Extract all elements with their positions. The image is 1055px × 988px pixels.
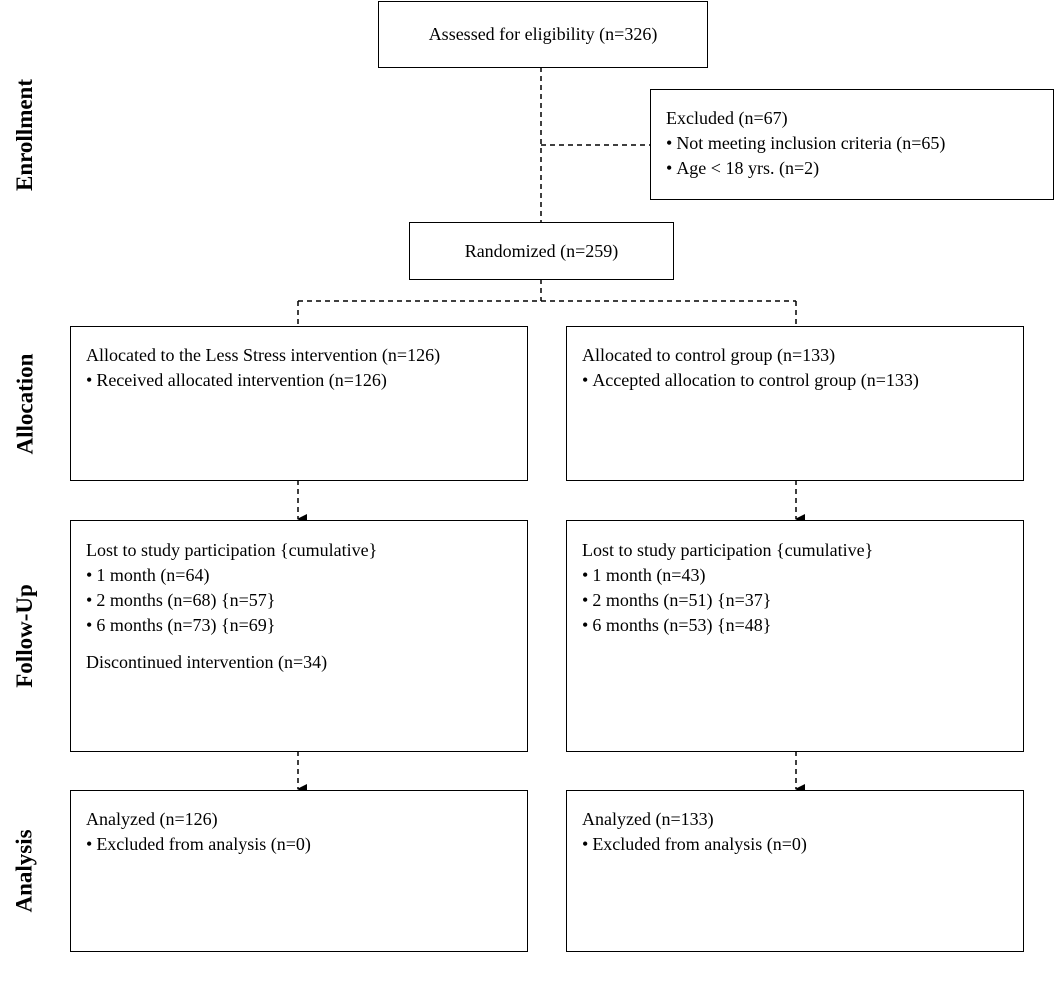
assessed-text: Assessed for eligibility (n=326) (428, 24, 658, 44)
control-analysis-title: Analyzed (n=133) (582, 809, 714, 829)
intervention-followup-item: •2 months (n=68) {n=57} (86, 590, 276, 610)
intervention-allocation-item: •Received allocated intervention (n=126) (86, 370, 387, 390)
intervention-followup-box: Lost to study participation {cumulative}… (70, 520, 528, 752)
intervention-analysis-item: •Excluded from analysis (n=0) (86, 834, 311, 854)
excluded-box: Excluded (n=67) •Not meeting inclusion c… (650, 89, 1054, 200)
control-followup-item: •2 months (n=51) {n=37} (582, 590, 772, 610)
control-followup-item: •6 months (n=53) {n=48} (582, 615, 772, 635)
control-analysis-item: •Excluded from analysis (n=0) (582, 834, 807, 854)
intervention-followup-item: •1 month (n=64) (86, 565, 210, 585)
control-followup-box: Lost to study participation {cumulative}… (566, 520, 1024, 752)
stage-label-allocation: Allocation (12, 353, 38, 454)
control-allocation-item: •Accepted allocation to control group (n… (582, 370, 919, 390)
stage-label-analysis: Analysis (12, 829, 37, 913)
stage-label-enrollment: Enrollment (12, 78, 37, 192)
intervention-allocation-box: Allocated to the Less Stress interventio… (70, 326, 528, 481)
control-followup-item: •1 month (n=43) (582, 565, 706, 585)
randomized-text: Randomized (n=259) (464, 240, 619, 261)
excluded-item: •Not meeting inclusion criteria (n=65) (666, 133, 946, 153)
excluded-item: •Age < 18 yrs. (n=2) (666, 158, 820, 178)
control-allocation-box: Allocated to control group (n=133) •Acce… (566, 326, 1024, 481)
randomized-box: Randomized (n=259) (409, 222, 674, 280)
assessed-box: Assessed for eligibility (n=326) (378, 1, 708, 68)
excluded-title: Excluded (n=67) (666, 108, 788, 128)
intervention-allocation-title: Allocated to the Less Stress interventio… (86, 345, 441, 365)
control-followup-title: Lost to study participation {cumulative} (582, 540, 874, 560)
intervention-analysis-box: Analyzed (n=126) •Excluded from analysis… (70, 790, 528, 952)
control-analysis-box: Analyzed (n=133) •Excluded from analysis… (566, 790, 1024, 952)
intervention-followup-title: Lost to study participation {cumulative} (86, 540, 378, 560)
intervention-followup-item: •6 months (n=73) {n=69} (86, 615, 276, 635)
intervention-analysis-title: Analyzed (n=126) (86, 809, 218, 829)
control-allocation-title: Allocated to control group (n=133) (582, 345, 836, 365)
intervention-discontinued-note: Discontinued intervention (n=34) (86, 652, 328, 672)
stage-label-follow-up: Follow-Up (12, 584, 37, 688)
